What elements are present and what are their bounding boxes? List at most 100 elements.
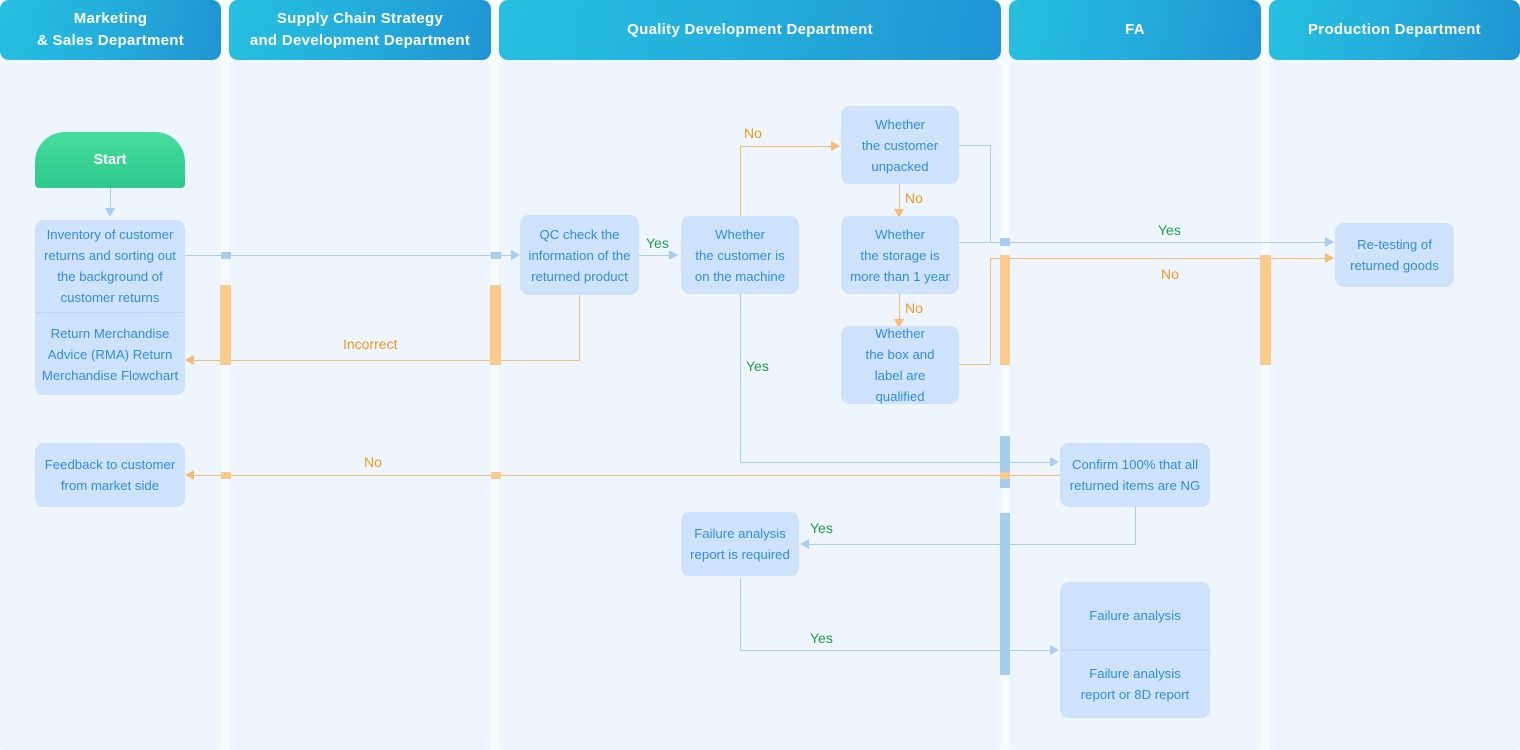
node-failure-analysis[interactable]: Failure analysis [1060, 582, 1210, 650]
swimlane-production: Production Department [1269, 0, 1520, 750]
lane-crossing-marker [1000, 575, 1010, 675]
edge-label-incorrect: Incorrect [343, 336, 398, 352]
node-label: returned goods [1350, 258, 1439, 273]
connector-confirm-yes-down [1135, 503, 1136, 544]
connector-unpacked-yes-down [990, 145, 991, 243]
swimlane-title-line1: FA [1125, 21, 1145, 39]
node-label: Whether [875, 116, 925, 132]
lane-crossing-marker [221, 472, 231, 479]
node-failure-analysis-report-required[interactable]: Failure analysis report is required [681, 512, 799, 576]
connector-unpacked-no [899, 180, 900, 212]
lane-crossing-marker [491, 472, 501, 479]
connector-onmachine-no-right [740, 146, 835, 147]
lane-crossing-marker [1000, 513, 1010, 575]
node-whether-customer-unpacked[interactable]: Whether the customer unpacked [841, 106, 959, 184]
arrowhead-right [1325, 236, 1334, 247]
arrowhead-right [1050, 644, 1059, 655]
swimlane-header-quality[interactable]: Quality Development Department [499, 0, 1001, 60]
node-confirm-returned-items-ng[interactable]: Confirm 100% that all returned items are… [1060, 443, 1210, 507]
connector-boxlabel-no-up [990, 258, 991, 364]
edge-label-qc-yes: Yes [646, 235, 669, 251]
swimlane-header-marketing[interactable]: Marketing & Sales Department [0, 0, 221, 60]
edge-label-confirm-yes: Yes [810, 520, 833, 536]
swimlane-title-line2: and Development Department [249, 32, 471, 49]
connector-storage-yes-right [959, 242, 990, 243]
swimlane-supply-chain: Supply Chain Strategy and Development De… [229, 0, 491, 750]
arrowhead-left [185, 354, 194, 365]
node-label: Start [93, 151, 127, 168]
arrowhead-right [1050, 456, 1059, 467]
node-label: Inventory of customer [46, 227, 174, 242]
arrowhead-right [511, 249, 520, 260]
swimlane-title-line2: & Sales Department [36, 32, 185, 49]
connector-storage-no [899, 291, 900, 323]
node-label: Whether [875, 226, 925, 242]
node-label: Confirm 100% that all [1071, 457, 1199, 472]
node-label: the background of [57, 269, 163, 284]
connector-no-to-retesting [990, 258, 1328, 259]
connector-qc-to-onmachine [639, 255, 672, 256]
node-whether-customer-on-machine[interactable]: Whether the customer is on the machine [681, 216, 799, 294]
arrowhead-left [800, 538, 809, 549]
edge-label-storage-no: No [905, 300, 923, 316]
swimlane-title-line1: Supply Chain Strategy [276, 10, 444, 28]
node-feedback-to-customer[interactable]: Feedback to customer from market side [35, 443, 185, 507]
node-label: on the machine [694, 268, 786, 284]
node-rma-flowchart[interactable]: Return Merchandise Advice (RMA) Return M… [35, 312, 185, 395]
arrowhead-right [669, 249, 678, 260]
node-inventory[interactable]: Inventory of customer returns and sortin… [35, 220, 185, 312]
swimlane-header-fa[interactable]: FA [1009, 0, 1261, 60]
arrowhead-right [831, 140, 840, 151]
edge-label-unpacked-no: No [905, 190, 923, 206]
node-whether-storage-more-than-1-year[interactable]: Whether the storage is more than 1 year [841, 216, 959, 294]
node-start[interactable]: Start [35, 132, 185, 188]
node-label: the customer is [695, 247, 785, 263]
swimlane-header-supply-chain[interactable]: Supply Chain Strategy and Development De… [229, 0, 491, 60]
arrowhead-down [893, 319, 904, 328]
lane-crossing-marker [1000, 255, 1010, 365]
swimlane-body [229, 62, 491, 750]
edge-label-retesting-yes: Yes [1158, 222, 1181, 238]
connector-qc-incorrect-down [579, 290, 580, 360]
node-label: returns and sorting out [44, 248, 176, 263]
node-qc-check[interactable]: QC check the information of the returned… [520, 215, 639, 295]
node-label: returned product [531, 268, 628, 284]
node-label: Advice (RMA) Return [47, 346, 173, 362]
node-label: Merchandise Flowchart [41, 367, 179, 383]
node-whether-box-and-label-qualified[interactable]: Whether the box and label are qualified [841, 326, 959, 404]
connector-onmachine-no-up [740, 146, 741, 222]
connector-confirm-yes-left [803, 544, 1136, 545]
arrowhead-down [104, 208, 115, 217]
node-failure-analysis-group[interactable]: Failure analysis Failure analysis report… [1060, 582, 1210, 718]
node-label: information of the [528, 247, 631, 263]
edge-label-retesting-no: No [1161, 266, 1179, 282]
edge-label-confirm-no: No [364, 454, 382, 470]
edge-label-fareport-yes: Yes [810, 630, 833, 646]
lane-crossing-marker [1000, 436, 1010, 488]
lane-crossing-marker [491, 252, 501, 259]
lane-crossing-marker [221, 252, 231, 259]
connector-unpacked-yes-right [959, 145, 990, 146]
node-label: the customer [861, 137, 939, 153]
node-retesting-returned-goods[interactable]: Re-testing of returned goods [1335, 223, 1454, 287]
arrowhead-left [185, 469, 194, 480]
swimlane-header-production[interactable]: Production Department [1269, 0, 1520, 60]
node-label: Whether [715, 226, 765, 242]
node-label: unpacked [871, 158, 929, 174]
swimlane-title-line1: Production Department [1308, 21, 1481, 39]
connector-incorrect-to-rma [188, 360, 580, 361]
connector-fareport-yes-down [740, 578, 741, 650]
node-inventory-and-rma[interactable]: Inventory of customer returns and sortin… [35, 220, 185, 395]
connector-start-to-inventory [110, 187, 111, 212]
lane-crossing-marker [220, 285, 231, 365]
node-failure-analysis-8d-report[interactable]: Failure analysis report or 8D report [1060, 649, 1210, 719]
node-label: Feedback to customer [44, 457, 176, 472]
lane-crossing-marker [1000, 472, 1010, 479]
node-label: label are qualified [874, 368, 926, 404]
lane-crossing-marker [490, 285, 501, 365]
node-label: Failure analysis [1089, 608, 1181, 624]
node-label: report is required [690, 547, 790, 562]
node-label: more than 1 year [850, 268, 950, 284]
node-label: Failure analysis [694, 526, 786, 541]
